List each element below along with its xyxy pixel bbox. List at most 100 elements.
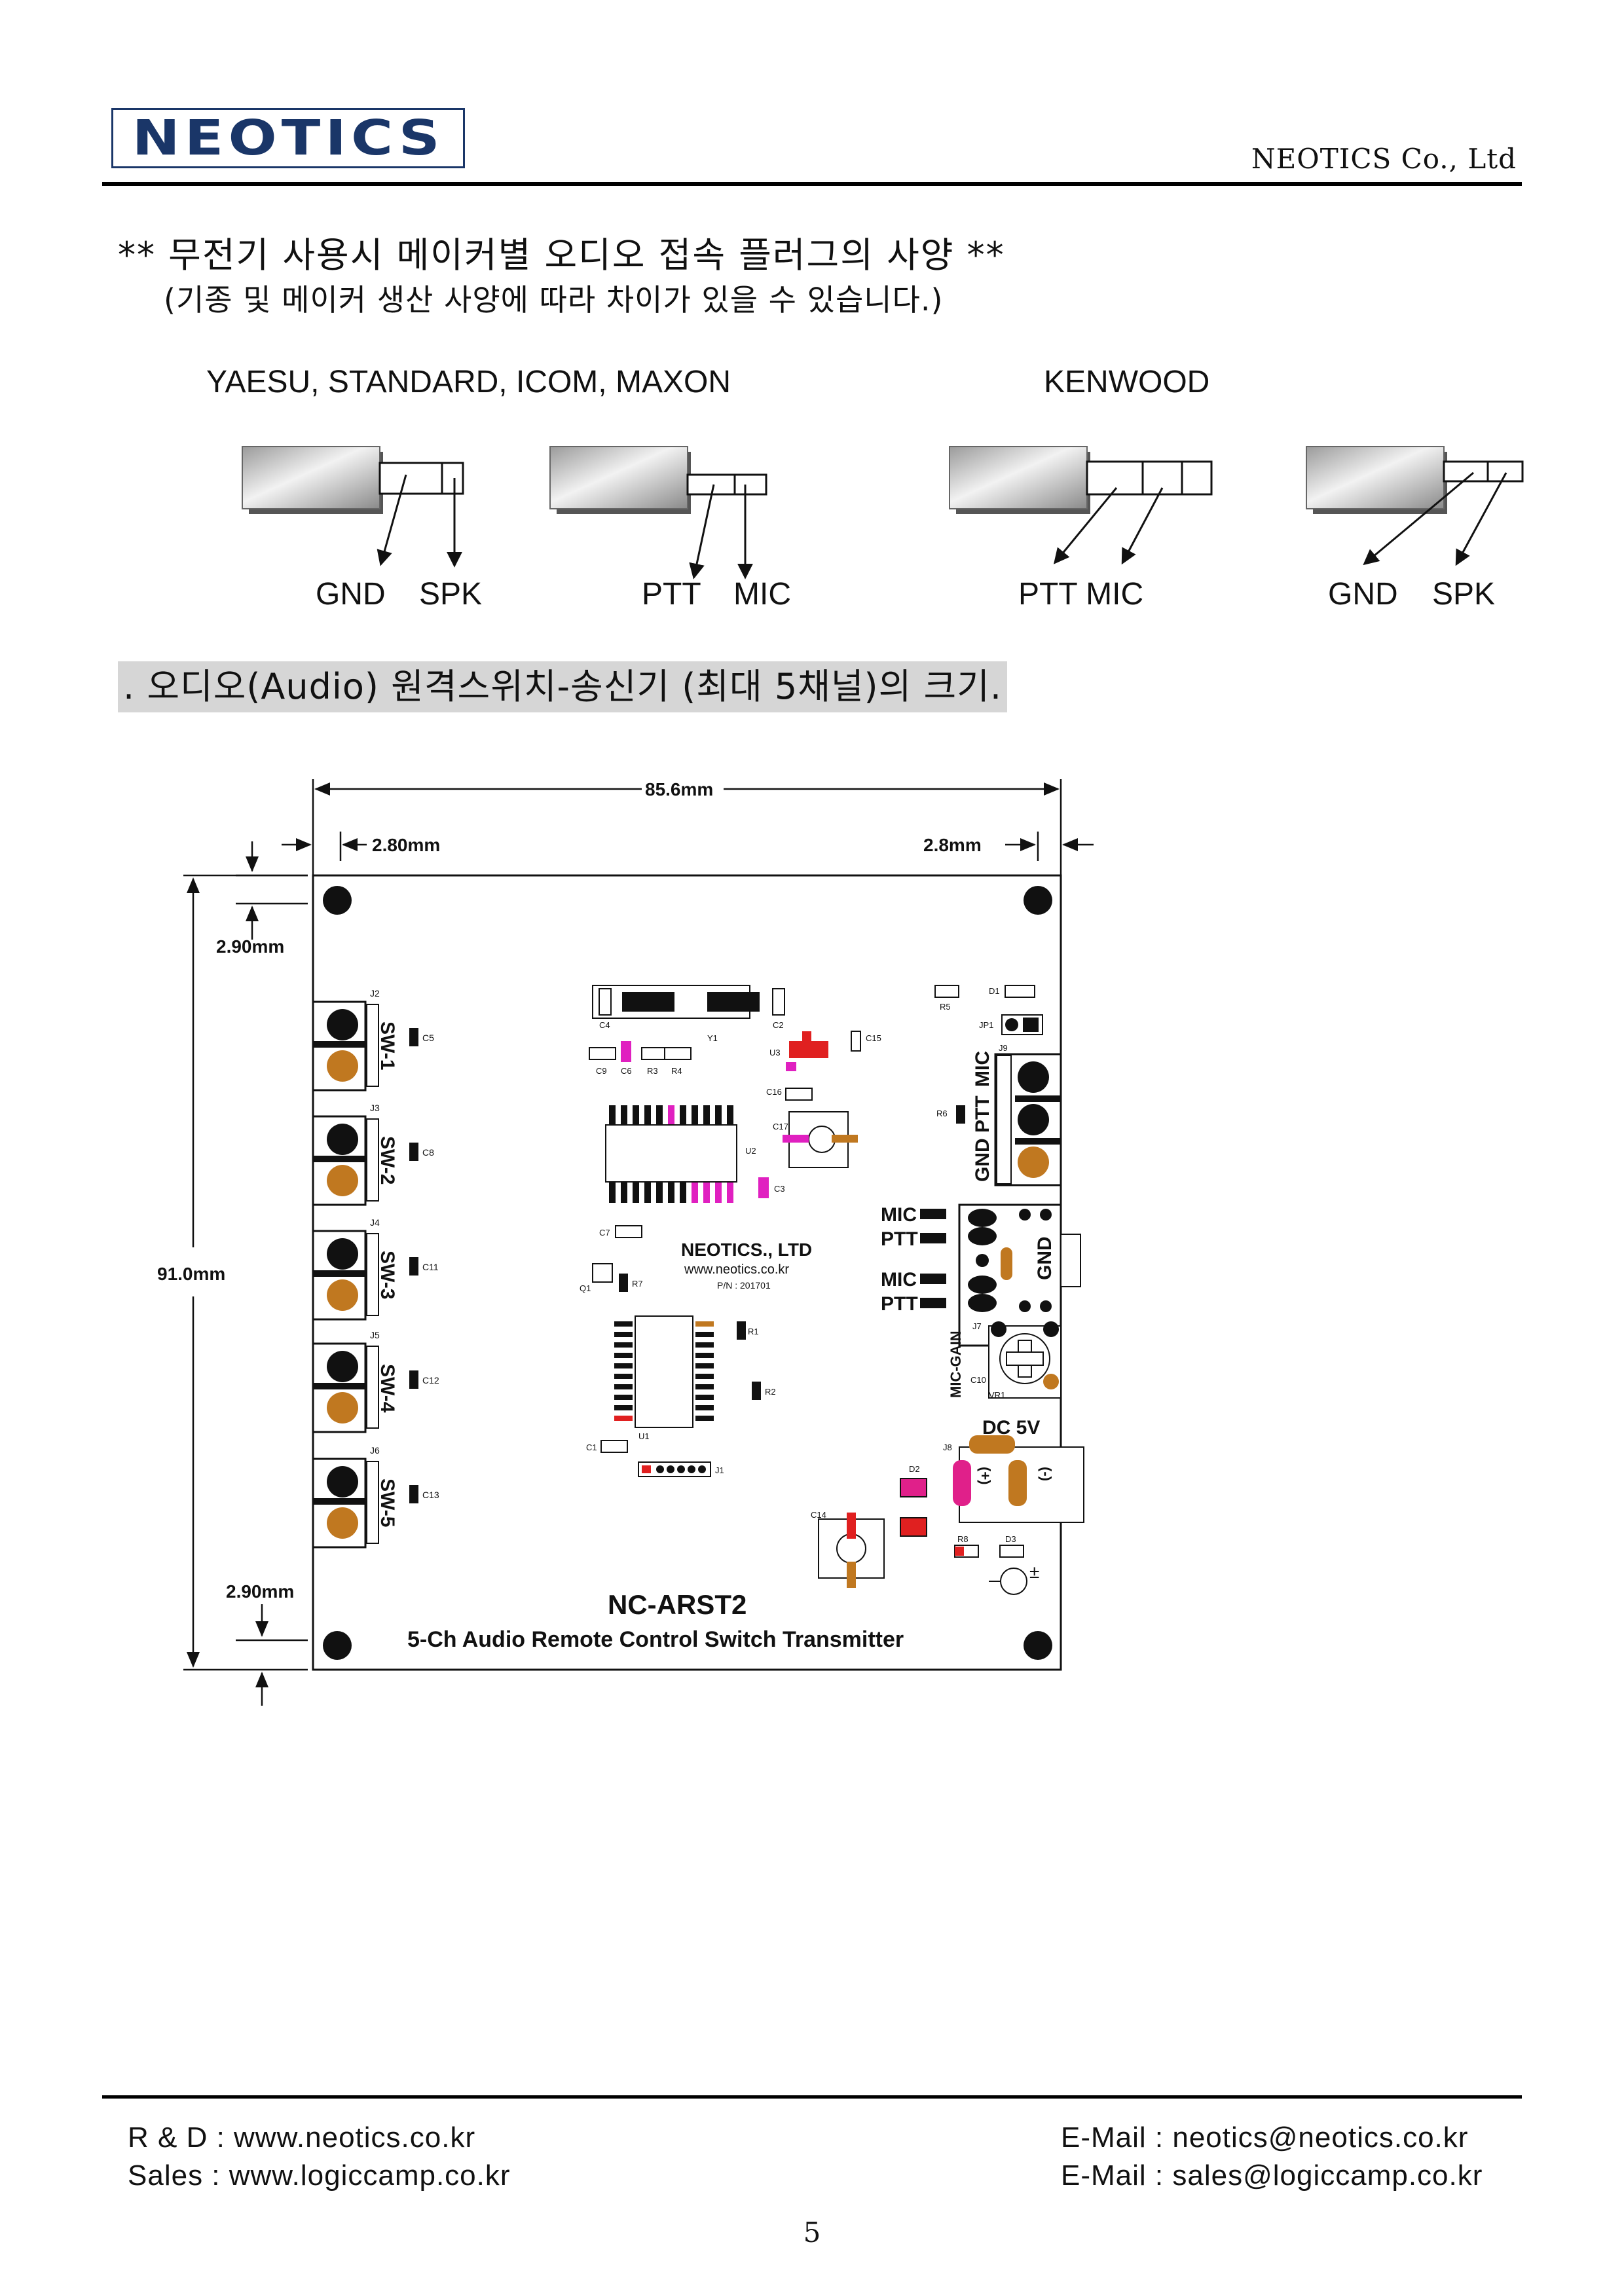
ref-d3: D3 xyxy=(1005,1534,1016,1544)
plug-diagrams xyxy=(242,446,1524,579)
model-name: NC-ARST2 xyxy=(608,1589,747,1620)
cap-sw-5: C13 xyxy=(422,1490,439,1500)
ref-j1: J1 xyxy=(715,1465,724,1475)
cap-sw-1: C5 xyxy=(422,1033,434,1043)
footer-rule xyxy=(102,2095,1522,2099)
neotics-logo: NEOTICS xyxy=(111,108,465,168)
switch-jacks xyxy=(312,1001,379,1549)
header-rule xyxy=(102,182,1522,186)
section-note: (기종 및 메이커 생산 사양에 따라 차이가 있을 수 있습니다.) xyxy=(164,282,944,318)
ref-u1: U1 xyxy=(638,1431,650,1441)
ref-c1: C1 xyxy=(586,1442,597,1452)
ref-c17: C17 xyxy=(773,1122,788,1131)
plug-3 xyxy=(949,446,1213,565)
ref-c2: C2 xyxy=(773,1020,784,1030)
dim-top-margin: 2.90mm xyxy=(216,936,284,957)
dc-label: DC 5V xyxy=(982,1417,1040,1439)
ref-c6: C6 xyxy=(621,1066,632,1076)
ref-c7: C7 xyxy=(599,1228,610,1238)
conn-label-3: J4 xyxy=(370,1217,380,1228)
logo-text: NEOTICS xyxy=(132,110,445,166)
ref-c10: C10 xyxy=(970,1375,986,1385)
mid-gnd-label: GND xyxy=(1034,1236,1056,1280)
plug4-spk-label: SPK xyxy=(1432,577,1496,612)
plug1-gnd-label: GND xyxy=(316,577,386,612)
ref-j8: J8 xyxy=(943,1442,952,1452)
board-drawing: 85.6mm 2.80mm 2.8mm 2.90mm 91.0mm 2.90mm… xyxy=(157,779,1094,1706)
j9-gnd-label: GND xyxy=(972,1138,993,1182)
plug1-spk-label: SPK xyxy=(419,577,483,612)
conn-label-5: J6 xyxy=(370,1445,380,1456)
j9-ptt-label: PTT xyxy=(972,1095,993,1133)
ref-u2: U2 xyxy=(745,1146,756,1156)
footer-email-2: E-Mail : sales@logiccamp.co.kr xyxy=(1061,2159,1483,2192)
ref-c16: C16 xyxy=(766,1087,782,1097)
dim-height: 91.0mm xyxy=(157,1264,225,1284)
ref-u3: U3 xyxy=(769,1048,781,1057)
ref-vr1: VR1 xyxy=(989,1390,1005,1400)
switch-label-4: SW-4 xyxy=(377,1364,398,1413)
ref-d2: D2 xyxy=(909,1464,920,1474)
mid-ptt-label-1: PTT xyxy=(881,1228,918,1250)
page-number: 5 xyxy=(803,2216,821,2249)
mic-gain-label: MIC-GAIN xyxy=(948,1331,964,1398)
ref-d1: D1 xyxy=(989,986,1000,996)
plug-group-right-label: KENWOOD xyxy=(1044,365,1210,399)
polarity-symbol: ± xyxy=(1029,1562,1039,1582)
ref-c14: C14 xyxy=(811,1510,826,1520)
dim-width: 85.6mm xyxy=(645,779,713,799)
switch-label-2: SW-2 xyxy=(377,1136,398,1184)
cap-sw-3: C11 xyxy=(422,1262,439,1272)
plug2-ptt-label: PTT xyxy=(642,577,701,612)
plug-group-left-label: YAESU, STANDARD, ICOM, MAXON xyxy=(206,365,731,399)
j9-mic-label: MIC xyxy=(972,1051,993,1087)
conn-label-1: J2 xyxy=(370,988,380,999)
dc-plus: (+) xyxy=(977,1467,993,1485)
ref-c4: C4 xyxy=(599,1020,610,1030)
ref-r5: R5 xyxy=(940,1002,951,1012)
footer-rd: R & D : www.neotics.co.kr xyxy=(128,2121,476,2154)
maker-url: www.neotics.co.kr xyxy=(684,1262,789,1277)
ref-jp1: JP1 xyxy=(979,1020,993,1030)
components xyxy=(589,985,1084,1595)
dc-minus: (-) xyxy=(1038,1467,1054,1481)
plug-1 xyxy=(242,446,464,568)
plug-4 xyxy=(1306,446,1524,566)
switch-label-1: SW-1 xyxy=(377,1021,398,1070)
model-subtitle: 5-Ch Audio Remote Control Switch Transmi… xyxy=(407,1627,904,1652)
ref-j7: J7 xyxy=(972,1321,982,1331)
mid-mic-label-1: MIC xyxy=(881,1204,917,1226)
ref-r8: R8 xyxy=(957,1534,969,1544)
footer-sales: Sales : www.logiccamp.co.kr xyxy=(128,2159,511,2192)
ref-r2: R2 xyxy=(765,1387,776,1397)
ref-r6: R6 xyxy=(936,1109,948,1118)
board-section-title: . 오디오(Audio) 원격스위치-송신기 (최대 5채널)의 크기. xyxy=(118,661,1007,712)
conn-label-4: J5 xyxy=(370,1330,380,1340)
plug-2 xyxy=(549,446,767,579)
company-name: NEOTICS Co., Ltd xyxy=(1251,143,1517,175)
switch-label-5: SW-5 xyxy=(377,1478,398,1527)
switch-label-3: SW-3 xyxy=(377,1251,398,1299)
dim-right-margin: 2.8mm xyxy=(923,835,982,855)
ref-c15: C15 xyxy=(866,1033,881,1043)
ref-y1: Y1 xyxy=(707,1033,718,1043)
cap-sw-4: C12 xyxy=(422,1375,439,1386)
ref-c3: C3 xyxy=(774,1184,785,1194)
cap-sw-2: C8 xyxy=(422,1147,434,1158)
dim-bottom-margin: 2.90mm xyxy=(226,1581,294,1602)
maker-label: NEOTICS., LTD xyxy=(681,1239,812,1260)
mounting-holes xyxy=(323,886,1052,1660)
section-heading: ** 무전기 사용시 메이커별 오디오 접속 플러그의 사양 ** xyxy=(118,234,1005,276)
plug4-gnd-label: GND xyxy=(1328,577,1398,612)
ref-q1: Q1 xyxy=(580,1283,591,1293)
mid-ptt-label-2: PTT xyxy=(881,1293,918,1315)
ref-j9: J9 xyxy=(999,1043,1008,1053)
part-number: P/N : 201701 xyxy=(717,1280,771,1291)
conn-label-2: J3 xyxy=(370,1103,380,1113)
plug3-ptt-mic-label: PTT MIC xyxy=(1018,577,1144,612)
mid-mic-label-2: MIC xyxy=(881,1269,917,1291)
ref-r1: R1 xyxy=(748,1327,759,1336)
footer-email-1: E-Mail : neotics@neotics.co.kr xyxy=(1061,2121,1469,2154)
ref-r7: R7 xyxy=(632,1279,643,1289)
ref-r3: R3 xyxy=(647,1066,658,1076)
